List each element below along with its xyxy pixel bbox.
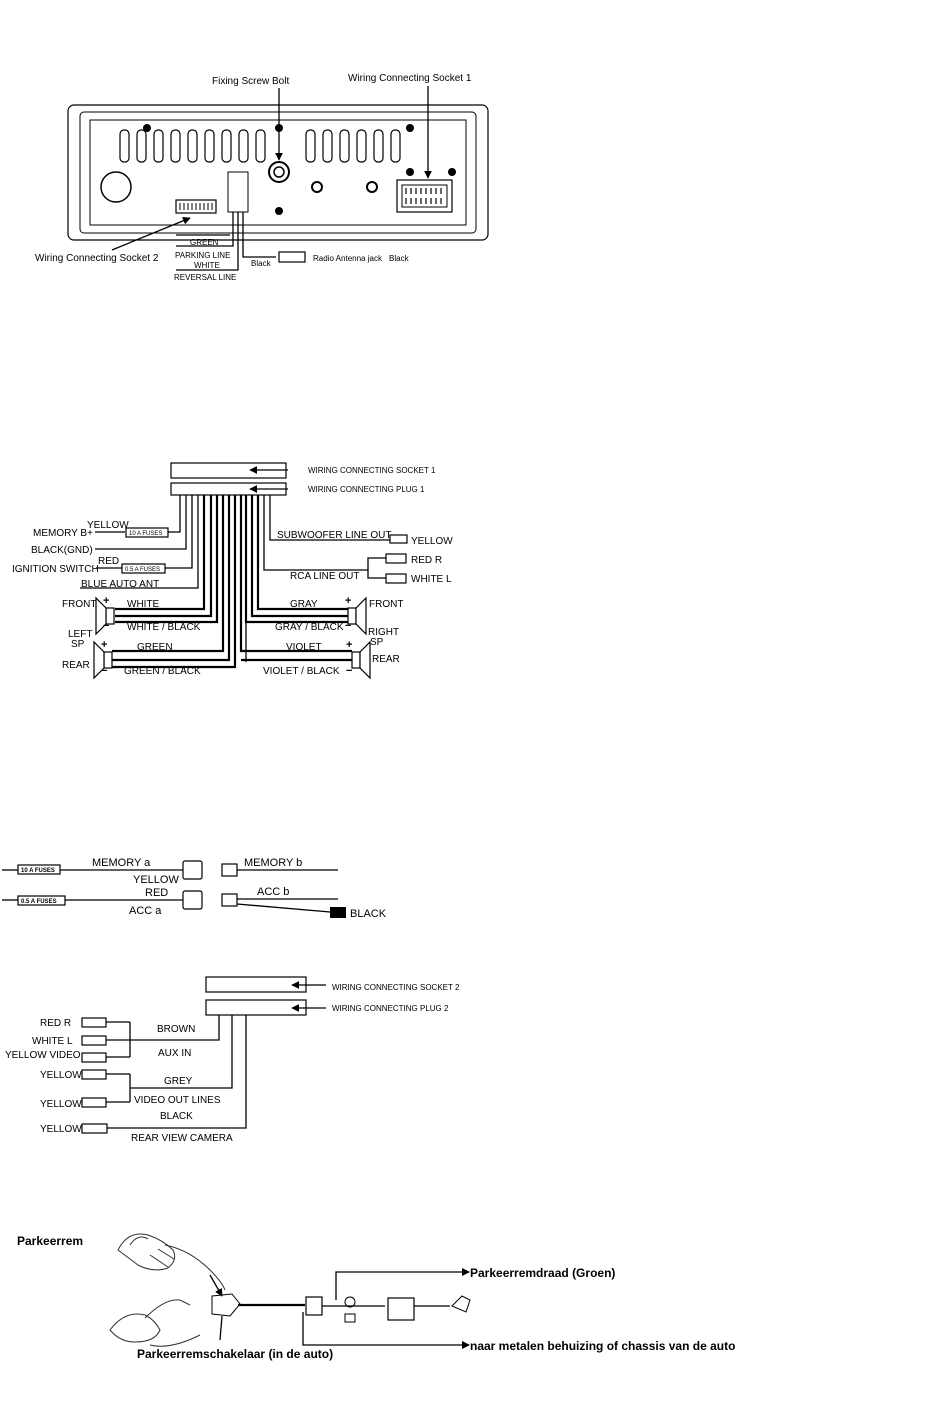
left-sp-label: LEFT (68, 629, 92, 640)
parking-chassis-label: naar metalen behuizing of chassis van de… (470, 1339, 735, 1353)
right-sp-label: RIGHT (368, 627, 399, 638)
front-left-label: FRONT (62, 599, 96, 610)
gray-black-label: GRAY / BLACK (275, 622, 344, 633)
black2-label: BLACK (160, 1111, 193, 1122)
mem-fuse10: 10 A FUSES (21, 868, 55, 874)
black-left-label: Black (251, 259, 272, 268)
violet-label: VIOLET (286, 642, 322, 653)
black-right-label: Black (389, 254, 410, 263)
right-sp2-label: SP (370, 637, 384, 648)
blue-auto-ant-label: BLUE AUTO ANT (81, 579, 159, 590)
speaker-rear-right (351, 640, 371, 680)
harness2-labels: WIRING CONNECTING SOCKET 2 WIRING CONNEC… (5, 983, 460, 1144)
yellow-label: YELLOW (87, 520, 129, 531)
gray-label: GRAY (290, 599, 318, 610)
rear-left-label: REAR (62, 660, 90, 671)
socket1-caption: WIRING CONNECTING SOCKET 1 (308, 466, 436, 475)
subwoofer-label: SUBWOOFER LINE OUT (277, 530, 391, 541)
socket2-label: Wiring Connecting Socket 2 (35, 253, 159, 264)
aux-yellow-video: YELLOW VIDEO (5, 1050, 81, 1061)
fuse05-label: 0.5 A FUSES (125, 567, 160, 573)
plus-fl: + (103, 595, 109, 607)
video-out-label: VIDEO OUT LINES (134, 1095, 221, 1106)
violet-black-label: VIOLET / BLACK (263, 666, 340, 677)
left-sp2-label: SP (71, 639, 85, 650)
plug2-caption: WIRING CONNECTING PLUG 2 (332, 1004, 449, 1013)
red-r-label: RED R (411, 555, 442, 566)
fuse10-label: 10 A FUSES (129, 531, 162, 537)
green-black-label: GREEN / BLACK (124, 666, 201, 677)
aux-in-label: AUX IN (158, 1048, 191, 1059)
fixing-screw-bolt-label: Fixing Screw Bolt (212, 76, 289, 87)
mem-yellow-label: YELLOW (133, 874, 179, 886)
mem-fuse05: 0.5 A FUSES (21, 899, 57, 905)
video-yellow2: YELLOW (40, 1099, 82, 1110)
white-l-label: WHITE L (411, 574, 452, 585)
minus-rl: − (101, 665, 107, 677)
video-yellow1: YELLOW (40, 1070, 82, 1081)
plug1-caption: WIRING CONNECTING PLUG 1 (308, 485, 425, 494)
plug2-box (205, 999, 307, 1016)
ignition-switch-label: IGNITION SWITCH (12, 564, 99, 575)
black-gnd-label: BLACK(GND) (31, 545, 93, 556)
green-label: GREEN (190, 238, 219, 247)
front-right-label: FRONT (369, 599, 403, 610)
rear-camera-label: REAR VIEW CAMERA (131, 1133, 233, 1144)
parking-wire-label: Parkeerremdraad (Groen) (470, 1266, 615, 1280)
parking-labels: Parkeerrem Parkeerremschakelaar (in de a… (17, 1234, 735, 1361)
yellow-out-label: YELLOW (411, 536, 453, 547)
memory-b-label2: MEMORY b (244, 857, 302, 869)
radio-rear-panel (67, 86, 489, 271)
aux-red-r: RED R (40, 1018, 71, 1029)
plus-fr: + (345, 595, 351, 607)
plus-rr: + (346, 639, 352, 651)
plus-rl: + (101, 639, 107, 651)
camera-yellow: YELLOW (40, 1124, 82, 1135)
minus-fr: − (345, 620, 351, 632)
mem-red-label: RED (145, 887, 168, 899)
socket2-box (205, 976, 307, 993)
memory-a-label: MEMORY a (92, 857, 151, 869)
white-black-label: WHITE / BLACK (127, 622, 201, 633)
reversal-line-label: REVERSAL LINE (174, 273, 236, 282)
memory-a-connector (182, 860, 203, 880)
green-wire-label: GREEN (137, 642, 173, 653)
socket2-caption: WIRING CONNECTING SOCKET 2 (332, 983, 460, 992)
memory-acc-diagram (2, 860, 346, 918)
rear-right-label: REAR (372, 654, 400, 665)
parking-brake-diagram (109, 1233, 471, 1349)
harness1-diagram (80, 462, 408, 680)
memory-acc-labels: 10 A FUSES MEMORY a MEMORY b YELLOW 0.5 … (21, 857, 387, 920)
memory-b-label: MEMORY B+ (33, 528, 93, 539)
harness2-diagram (81, 976, 326, 1134)
red-label: RED (98, 556, 119, 567)
parking-title: Parkeerrem (17, 1234, 83, 1248)
white-wire-label: WHITE (127, 599, 160, 610)
white-label: WHITE (194, 261, 220, 270)
minus-rr: − (346, 665, 352, 677)
rca-line-out-label: RCA LINE OUT (290, 571, 359, 582)
panel-labels: Fixing Screw Bolt Wiring Connecting Sock… (35, 73, 472, 282)
harness1-labels: WIRING CONNECTING SOCKET 1 WIRING CONNEC… (12, 466, 453, 677)
socket1-label: Wiring Connecting Socket 1 (348, 73, 472, 84)
minus-fl: − (103, 620, 109, 632)
acc-a-label: ACC a (129, 905, 162, 917)
brown-label: BROWN (157, 1024, 195, 1035)
speaker-rear-left (93, 640, 113, 680)
antenna-jack-label: Radio Antenna jack (313, 254, 383, 263)
parking-switch-label: Parkeerremschakelaar (in de auto) (137, 1347, 333, 1361)
acc-a-connector (182, 890, 203, 910)
speaker-front-right (347, 596, 367, 636)
parking-line-label: PARKING LINE (175, 251, 230, 260)
grey-label: GREY (164, 1076, 193, 1087)
mem-black-label: BLACK (350, 908, 387, 920)
aux-white-l: WHITE L (32, 1036, 73, 1047)
speaker-front-left (95, 596, 115, 636)
acc-b-label: ACC b (257, 886, 289, 898)
